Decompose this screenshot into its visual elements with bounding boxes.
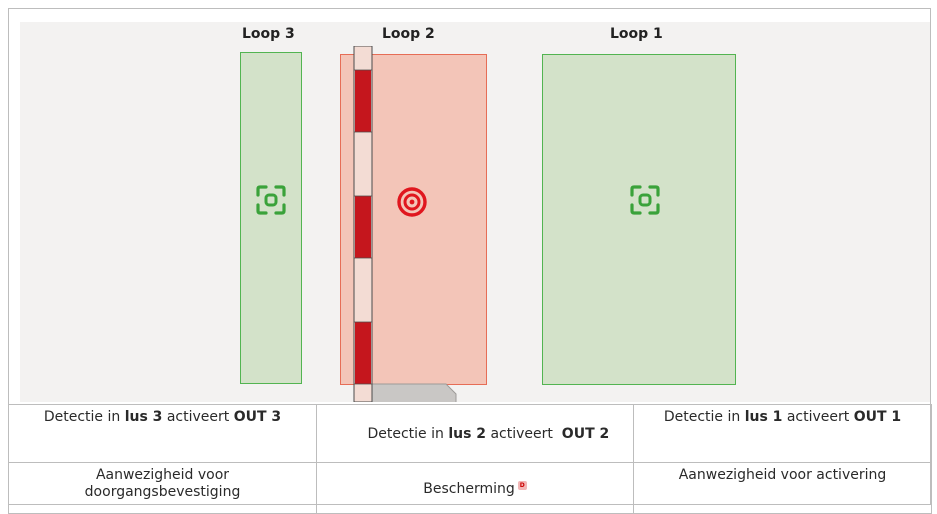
- cell-text: Detectie in: [663, 409, 745, 425]
- cell-text: activeert: [486, 426, 562, 442]
- loop1-output-cell: Detectie in lus 1 activeert OUT 1: [633, 404, 932, 463]
- cell-text: Bescherming: [423, 480, 515, 497]
- loop2-output-cell: Detectie in lus 2 activeert OUT 2: [316, 404, 634, 463]
- barrier-base: [363, 383, 457, 402]
- cell-text: Aanwezigheid voor doorgangsbevestiging: [84, 467, 241, 500]
- target-icon: [397, 187, 427, 217]
- output-ref: OUT 3: [233, 409, 282, 425]
- cell-text: Detectie in: [367, 426, 449, 442]
- loop-output-table: Detectie in lus 3 activeert OUT 3 Detect…: [8, 404, 932, 514]
- barrier-arm: [353, 46, 373, 402]
- cell-text: activeert: [162, 409, 234, 425]
- detection-icon: [256, 185, 286, 215]
- cell-text: activeert: [782, 409, 854, 425]
- output-ref: OUT 2: [561, 426, 610, 442]
- loop3-title: Loop 3: [242, 26, 295, 42]
- table-row: Aanwezigheid voor doorgangsbevestiging B…: [8, 462, 932, 514]
- loop1-purpose-cell: Aanwezigheid voor activering: [633, 462, 932, 514]
- loop1-area: [542, 54, 736, 385]
- loop3-output-cell: Detectie in lus 3 activeert OUT 3: [8, 404, 317, 463]
- loop-ref: lus 1: [744, 409, 783, 425]
- loop1-title: Loop 1: [610, 26, 663, 42]
- loop2-title: Loop 2: [382, 26, 435, 42]
- cell-text: Aanwezigheid voor activering: [678, 467, 887, 483]
- output-ref: OUT 1: [853, 409, 902, 425]
- detection-icon: [630, 185, 660, 215]
- loop3-area: [240, 52, 302, 384]
- loop-ref: lus 2: [448, 426, 487, 442]
- note-badge[interactable]: D: [517, 480, 527, 490]
- cell-text: Detectie in: [43, 409, 125, 425]
- loop-ref: lus 3: [124, 409, 163, 425]
- table-row: Detectie in lus 3 activeert OUT 3 Detect…: [8, 404, 932, 463]
- loop3-purpose-cell: Aanwezigheid voor doorgangsbevestiging: [8, 462, 317, 514]
- loop-diagram: Loop 3 Loop 2 Loop 1: [20, 22, 930, 402]
